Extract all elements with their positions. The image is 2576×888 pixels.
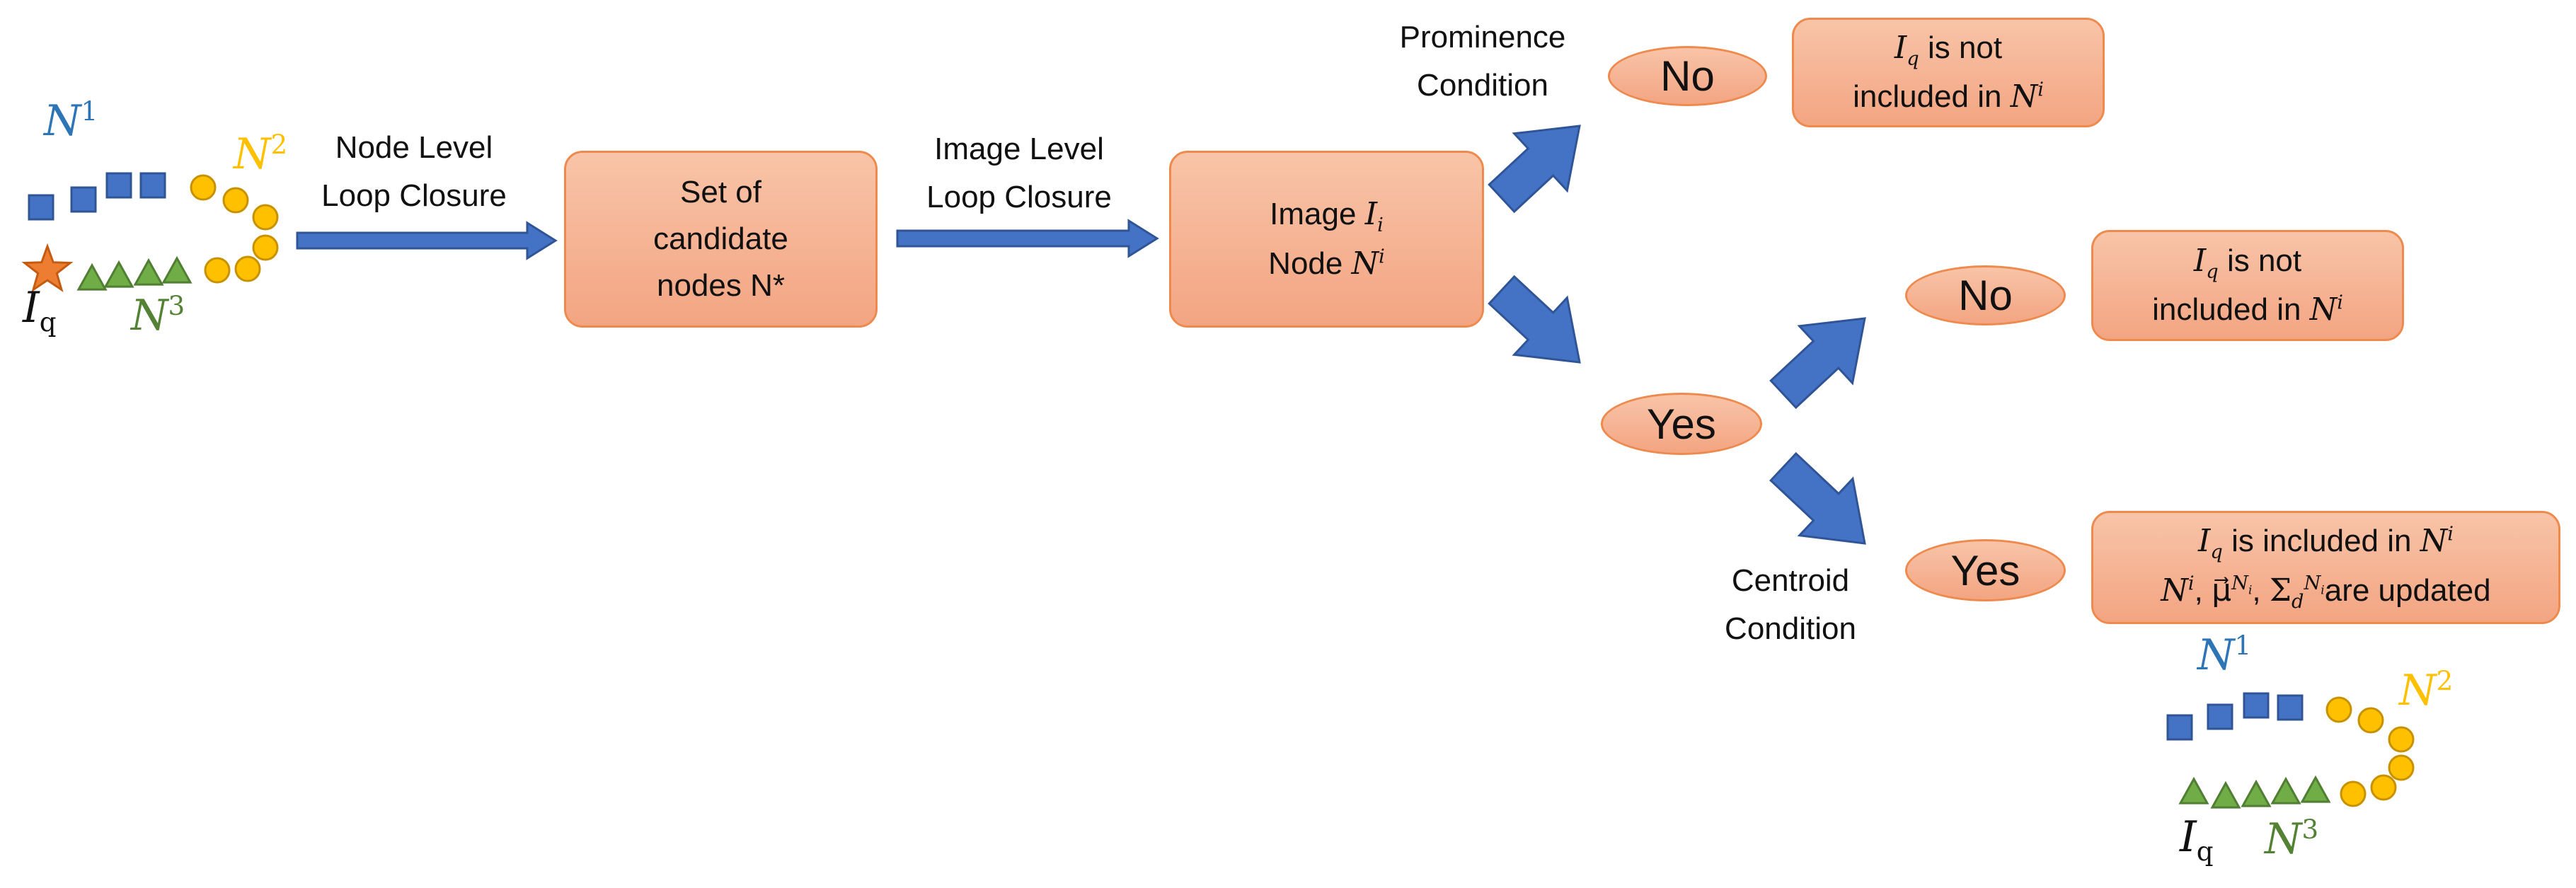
cluster-left-n2-circle-4: [252, 234, 279, 261]
cluster-right-n3-triangle-4: [2270, 776, 2301, 805]
cluster-right-n1-square-2: [2207, 703, 2233, 730]
cluster-right-label-n1: N1: [2197, 630, 2252, 680]
cluster-right-n3-triangle-2: [2210, 780, 2241, 809]
candidate-nodes-box: Set of candidate nodes N*: [564, 151, 878, 328]
arrow-node-level: [296, 221, 558, 260]
decision-yes-mid: Yes: [1601, 393, 1762, 455]
arrow-image-level: [896, 219, 1159, 258]
result-not-included-top-box: Iq is not included in Ni: [1792, 18, 2105, 127]
cluster-left-n3-triangle-1: [76, 263, 108, 291]
arrow-to-centroid-no: [1769, 317, 1866, 410]
image-node-box: Image Ii Node Ni: [1169, 151, 1484, 328]
cluster-left-n1-square-4: [139, 172, 166, 199]
cluster-right-label-n3: N3: [2265, 814, 2319, 864]
cluster-left-n3-triangle-2: [103, 260, 134, 288]
result-included-bottom-box: Iq is included in Ni Ni, μ⃗Ni, ΣdNiare u…: [2091, 511, 2560, 624]
cluster-left-n2-circle-6: [204, 257, 231, 284]
cluster-right-label-n2: N2: [2399, 665, 2454, 715]
query-image-label: Iq: [23, 283, 57, 338]
cluster-right-n2-circle-5: [2370, 774, 2397, 801]
cluster-right-n2-circle-3: [2388, 726, 2415, 753]
cluster-right-n3-triangle-3: [2241, 779, 2272, 807]
arrow-to-yes: [1488, 275, 1581, 364]
cluster-right-n1-square-4: [2277, 694, 2304, 721]
cluster-right-n2-circle-4: [2388, 754, 2415, 781]
cluster-left-n1-square-3: [105, 172, 132, 199]
cluster-right-n2-circle-1: [2325, 696, 2352, 723]
cluster-right-n1-square-3: [2243, 692, 2270, 719]
cluster-left-n2-circle-1: [190, 174, 217, 201]
cluster-left-n2-circle-2: [222, 187, 249, 214]
cluster-left-query-star: [21, 243, 74, 293]
decision-yes-bottom: Yes: [1905, 539, 2066, 601]
cluster-left-n2-circle-5: [234, 255, 261, 282]
cluster-left-n1-square-2: [70, 186, 97, 213]
cluster-right-n2-circle-2: [2357, 707, 2384, 734]
cluster-right-n3-triangle-1: [2178, 776, 2209, 805]
cluster-right-query-label: Iq: [2180, 812, 2214, 867]
decision-no-mid: No: [1905, 265, 2066, 325]
cluster-label-n3: N3: [131, 290, 185, 340]
cluster-left-n3-triangle-3: [133, 258, 164, 286]
cluster-right-n1-square-1: [2166, 714, 2193, 741]
cluster-right-n3-triangle-5: [2300, 775, 2331, 803]
cluster-label-n1: N1: [44, 96, 98, 146]
cluster-left-n3-triangle-4: [161, 255, 192, 284]
decision-no-top: No: [1608, 46, 1767, 106]
arrow-to-centroid-yes: [1769, 451, 1866, 545]
result-not-included-mid-box: Iq is not included in Ni: [2091, 230, 2404, 341]
cluster-left-n2-circle-3: [252, 204, 279, 231]
cluster-left-n1-square-1: [28, 194, 54, 221]
cluster-label-n2: N2: [234, 129, 288, 179]
arrow-to-prominence-no: [1488, 125, 1581, 214]
cluster-right-n2-circle-6: [2340, 780, 2367, 807]
